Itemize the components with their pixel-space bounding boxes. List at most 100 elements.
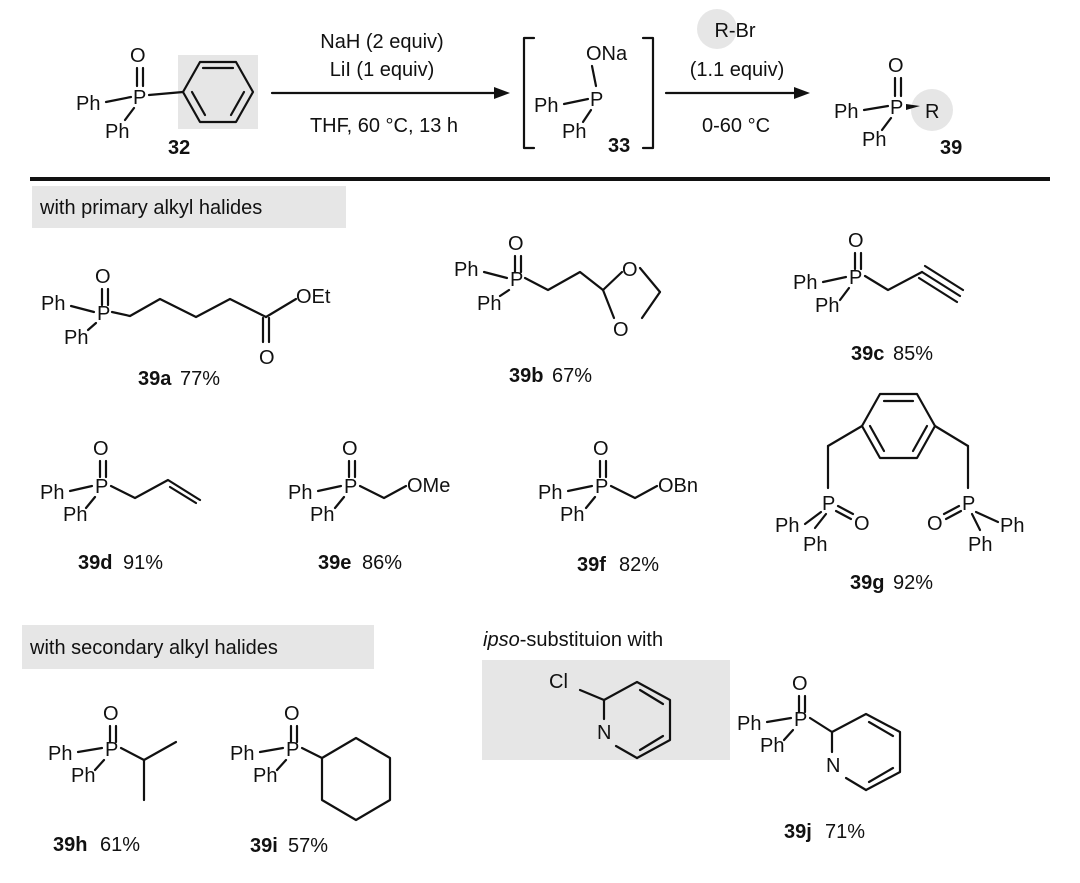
- atom-o: O: [927, 513, 943, 535]
- atom-ph: Ph: [562, 121, 586, 143]
- atom-p: P: [510, 269, 523, 291]
- compound-39d: O Ph P Ph 39d 91%: [40, 438, 202, 574]
- compound-39f: O Ph P Ph OBn 39f 82%: [538, 438, 698, 576]
- intermediate-33: ONa P Ph Ph 33: [522, 36, 655, 157]
- ipso-rest: -substituion with: [520, 629, 663, 651]
- reagent2-line1: R-Br: [714, 20, 755, 42]
- atom-o: O: [792, 673, 808, 695]
- atom-n: N: [826, 755, 840, 777]
- reaction-arrow-2: R-Br (1.1 equiv) 0-60 °C: [664, 9, 810, 137]
- atom-p: P: [595, 476, 608, 498]
- product-id: 39e: [318, 552, 351, 574]
- product-id: 39j: [784, 821, 812, 843]
- atom-o: O: [103, 703, 119, 725]
- product-id: 39g: [850, 572, 884, 594]
- product-id: 39a: [138, 368, 172, 390]
- atom-o: O: [854, 513, 870, 535]
- compound-label-39: 39: [940, 137, 962, 159]
- atom-o: O: [259, 347, 275, 369]
- product-id: 39d: [78, 552, 112, 574]
- atom-ph: Ph: [968, 534, 992, 556]
- product-id: 39i: [250, 835, 278, 857]
- atom-o: O: [93, 438, 109, 460]
- section-primary: with primary alkyl halides: [32, 186, 346, 228]
- atom-ph: Ph: [760, 735, 784, 757]
- atom-p: P: [962, 493, 975, 515]
- phenyl-highlight: [178, 55, 258, 129]
- atom-ph: Ph: [288, 482, 312, 504]
- benzene-ring: [860, 392, 937, 460]
- product-id: 39c: [851, 343, 884, 365]
- atom-ph: Ph: [862, 129, 886, 151]
- atom-ph: Ph: [815, 295, 839, 317]
- atom-p: P: [890, 97, 903, 119]
- atom-ph: Ph: [775, 515, 799, 537]
- chloropyridine: Cl N: [549, 671, 672, 760]
- product-id: 39h: [53, 834, 87, 856]
- atom-o: O: [613, 319, 629, 341]
- atom-p: P: [95, 476, 108, 498]
- reagent2-line2: (1.1 equiv): [690, 59, 785, 81]
- atom-ome: OMe: [407, 475, 450, 497]
- atom-o: O: [284, 703, 300, 725]
- atom-r: R: [925, 101, 939, 123]
- atom-o: O: [508, 233, 524, 255]
- product-yield: 82%: [619, 554, 659, 576]
- compound-39c: O Ph P Ph 39c 85%: [793, 230, 965, 365]
- atom-p: P: [97, 303, 110, 325]
- phenyl-ring: [181, 60, 255, 124]
- top-reaction: O Ph P Ph 32 NaH (2 equiv) LiI (1 equiv)…: [76, 9, 962, 159]
- compound-label-33: 33: [608, 135, 630, 157]
- product-yield: 91%: [123, 552, 163, 574]
- atom-ph: Ph: [534, 95, 558, 117]
- section-secondary-label: with secondary alkyl halides: [29, 637, 278, 659]
- atom-obn: OBn: [658, 475, 698, 497]
- atom-p: P: [344, 476, 357, 498]
- atom-o: O: [95, 266, 111, 288]
- compound-39b: O Ph P Ph O O 39b 67%: [454, 233, 662, 387]
- ipso-italic: ipso: [483, 629, 520, 651]
- reagents-line2: LiI (1 equiv): [330, 59, 435, 81]
- section-ipso: ipso-substituion with Cl N: [482, 629, 730, 760]
- atom-o: O: [888, 55, 904, 77]
- reagents-line1: NaH (2 equiv): [320, 31, 443, 53]
- product-yield: 77%: [180, 368, 220, 390]
- atom-ph: Ph: [40, 482, 64, 504]
- atom-ph: Ph: [41, 293, 65, 315]
- r-highlight: [697, 9, 737, 49]
- atom-n: N: [597, 722, 611, 744]
- product-yield: 85%: [893, 343, 933, 365]
- atom-o: O: [130, 45, 146, 67]
- product-yield: 67%: [552, 365, 592, 387]
- section-primary-bg: [32, 186, 346, 228]
- atom-p: P: [133, 87, 146, 109]
- compound-39h: O Ph P Ph 39h 61%: [48, 703, 178, 856]
- product-id: 39f: [577, 554, 606, 576]
- atom-o: O: [593, 438, 609, 460]
- product-yield: 57%: [288, 835, 328, 857]
- section-secondary-bg: [22, 625, 374, 669]
- atom-p: P: [286, 739, 299, 761]
- atom-p: P: [590, 89, 603, 111]
- product-39: O P Ph Ph R 39: [834, 55, 962, 159]
- atom-p: P: [822, 493, 835, 515]
- atom-ph: Ph: [834, 101, 858, 123]
- atom-ph: Ph: [64, 327, 88, 349]
- r-highlight: [911, 89, 953, 131]
- atom-p: P: [794, 709, 807, 731]
- atom-p: P: [105, 739, 118, 761]
- atom-ph: Ph: [76, 93, 100, 115]
- starting-material-32: O Ph P Ph 32: [76, 45, 258, 159]
- atom-ph: Ph: [230, 743, 254, 765]
- product-yield: 71%: [825, 821, 865, 843]
- reaction-arrow-1: NaH (2 equiv) LiI (1 equiv) THF, 60 °C, …: [270, 31, 510, 137]
- compound-39a: O Ph P Ph OEt O 39a 77%: [41, 266, 331, 390]
- atom-ph: Ph: [253, 765, 277, 787]
- atom-oet: OEt: [296, 286, 331, 308]
- atom-ph: Ph: [105, 121, 129, 143]
- atom-ph: Ph: [793, 272, 817, 294]
- atom-p: P: [849, 267, 862, 289]
- atom-ph: Ph: [310, 504, 334, 526]
- compound-39e: O Ph P Ph OMe 39e 86%: [288, 438, 450, 574]
